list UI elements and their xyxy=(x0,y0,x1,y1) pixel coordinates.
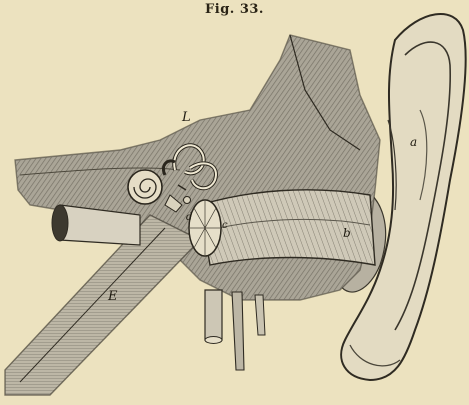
tympanic-membrane xyxy=(189,200,221,256)
temporal-bone xyxy=(15,35,380,300)
label-c: c xyxy=(222,220,228,231)
lower-processes xyxy=(205,290,265,370)
label-d: d xyxy=(186,212,192,223)
label-b: b xyxy=(343,226,351,240)
label-E: E xyxy=(107,289,118,304)
label-L: L xyxy=(181,110,191,125)
label-a: a xyxy=(410,135,417,149)
